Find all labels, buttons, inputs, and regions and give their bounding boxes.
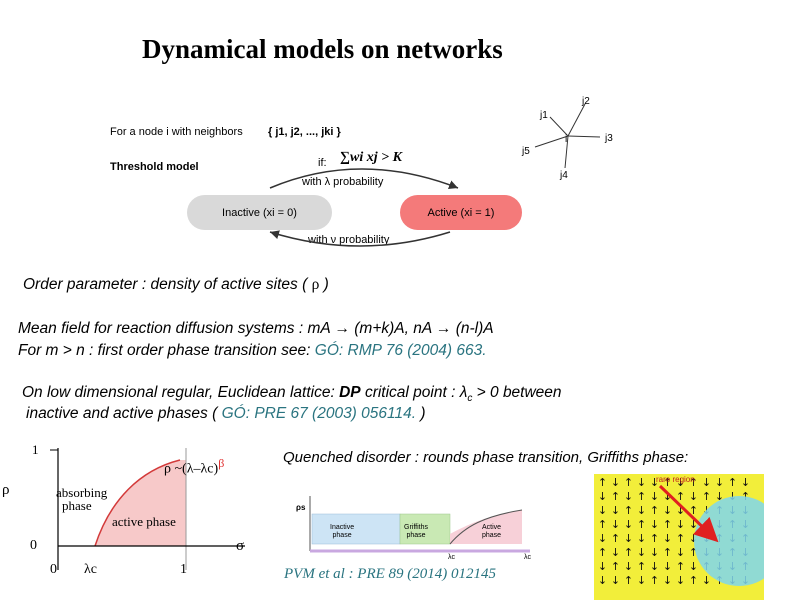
lattice-line1: On low dimensional regular, Euclidean la… [22, 384, 562, 405]
citation: PVM et al : PRE 89 (2014) 012145 [284, 566, 497, 582]
upper-arrow-label: with λ probability [302, 176, 384, 188]
beta-exponent: β [218, 456, 225, 470]
griffiths-axes [309, 496, 530, 553]
red-arrow-icon [658, 484, 719, 543]
order-parameter-text: Order parameter : density of active site… [23, 276, 329, 293]
y-axis-label: ρ [2, 482, 10, 498]
griffiths-y-label: ρs [296, 503, 306, 512]
rare-region-label: rare region [656, 475, 695, 484]
condition-formula: ∑wi xj > K [340, 150, 402, 165]
griffiths-phase-box [399, 513, 451, 545]
order-parameter-curve [94, 459, 181, 547]
phase-diagram-axes [50, 448, 245, 570]
lattice-line2: inactive and active phases ( GÓ: PRE 67 … [26, 405, 426, 422]
curve-formula: ρ ~(λ–λc)β [164, 456, 225, 477]
graph-node-j1: j1 [540, 110, 548, 121]
graph-node-j5: j5 [522, 146, 530, 157]
absorbing-phase-label: absorbing phase [56, 485, 108, 513]
active-state: Active (xi = 1) [400, 195, 522, 230]
rare-region-pointer [658, 484, 719, 543]
x-tick-lc: λc [84, 562, 98, 577]
slide-title: Dynamical models on networks [142, 34, 503, 64]
neighbors-set: { j1, j2, ..., jki } [268, 126, 341, 138]
model-name: Threshold model [110, 161, 199, 173]
pre-reference: GÓ: PRE 67 (2003) 056114. [221, 405, 417, 422]
graph-node-j3: j3 [605, 133, 613, 144]
active-phase-label: active phase [112, 514, 176, 529]
active-phase-region [95, 460, 180, 546]
y-tick-top: 1 [32, 442, 39, 457]
inactive-phase-box [311, 513, 401, 545]
graph-center-node: i [565, 134, 568, 145]
neighbor-graph [534, 103, 601, 169]
x-tick-one: 1 [180, 562, 187, 577]
inactive-state: Inactive (xi = 0) [187, 195, 332, 230]
lower-arrow [269, 230, 451, 247]
dp-label: DP [339, 384, 361, 401]
x-tick-zero: 0 [50, 562, 57, 577]
quenched-disorder-text: Quenched disorder : rounds phase transit… [283, 449, 689, 466]
neighbors-text: For a node i with neighbors [110, 126, 243, 138]
y-tick-bottom: 0 [30, 538, 37, 553]
graph-node-j2: j2 [582, 96, 590, 107]
transition-arrows [269, 168, 459, 247]
condition-prefix: if: [318, 157, 327, 169]
x-axis-label: σ [236, 538, 245, 554]
upper-arrow [269, 168, 459, 189]
rmp-reference: GÓ: RMP 76 (2004) 663. [314, 342, 487, 359]
active-phase-box [450, 510, 522, 544]
griffiths-x-tick-2: λc [524, 554, 531, 561]
rare-region-panel: ↑↓↑↓↓↑↓↑↓↓↑↓↓↑↓↑↓↓↑↓↑↓↓↑↓↓↑↓↑↓↓↑↓↑↓↓↑↓↓↑… [594, 474, 764, 600]
rho-symbol: ρ [311, 276, 320, 293]
lower-arrow-label: with ν probability [308, 234, 390, 246]
mean-field-line2: For m > n : first order phase transition… [18, 342, 487, 359]
griffiths-x-tick-1: λc [448, 554, 455, 561]
mean-field-line1: Mean field for reaction diffusion system… [18, 320, 494, 337]
graph-node-j4: j4 [560, 170, 568, 181]
